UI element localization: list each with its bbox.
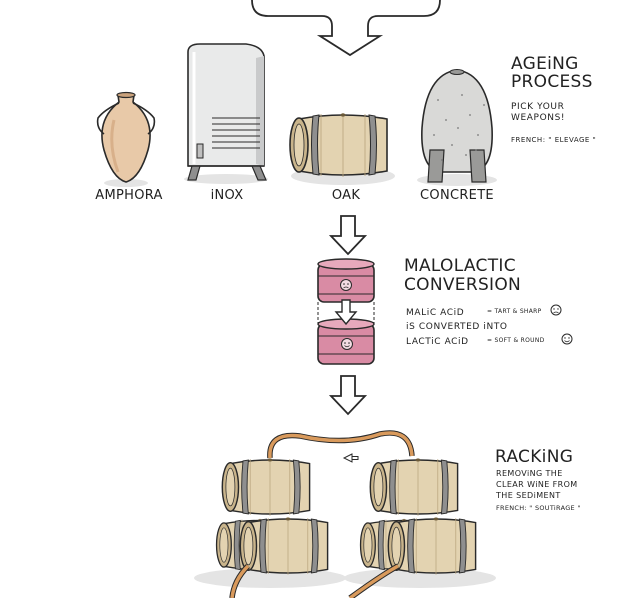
ageing-french-term: FRENCH: " ELEVAGE ": [511, 136, 596, 144]
racking-french-term: FRENCH: " SOUTiRAGE ": [496, 504, 581, 512]
concrete-label: CONCRETE: [420, 188, 494, 203]
ageing-title-line1: AGEiNG: [511, 54, 579, 74]
racking-barrels-icon: [194, 430, 496, 598]
amphora-label: AMPHORA: [95, 188, 162, 203]
racking-title: RACKiNG: [495, 447, 573, 467]
ageing-subtitle-line2: WEAPONS!: [511, 113, 565, 123]
malolactic-line1-right: = TART & SHARP: [487, 308, 542, 315]
racking-line2: CLEAR WiNE FROM: [496, 480, 578, 489]
down-arrow-to-racking: [328, 375, 368, 416]
down-arrow-to-malolactic: [328, 215, 368, 256]
smiley-face-icon: [561, 333, 573, 345]
oak-label: OAK: [332, 188, 360, 203]
concrete-egg-icon: [417, 69, 497, 186]
inox-tank-icon: [184, 43, 268, 184]
malolactic-line2: iS CONVERTED iNTO: [406, 322, 508, 332]
malolactic-title-line2: CONVERSION: [404, 275, 521, 295]
oak-barrel-icon: [289, 112, 395, 185]
amphora-icon: [96, 91, 156, 187]
ageing-title-line2: PROCESS: [511, 72, 593, 92]
top-down-arrow: [251, 0, 441, 57]
racking-line3: THE SEDiMENT: [495, 491, 561, 500]
malolactic-line3-left: LACTiC ACiD: [406, 337, 469, 347]
inox-label: iNOX: [211, 188, 244, 203]
ageing-subtitle-line1: PICK YOUR: [511, 102, 564, 112]
racking-line1: REMOViNG THE: [496, 469, 563, 478]
malolactic-title-line1: MALOLACTIC: [404, 256, 516, 276]
sad-face-icon: [550, 304, 562, 316]
malolactic-barrels-icon: [317, 258, 375, 365]
malolactic-line3-right: = SOFT & ROUND: [487, 337, 545, 344]
malolactic-line1-left: MALiC ACiD: [406, 308, 464, 318]
